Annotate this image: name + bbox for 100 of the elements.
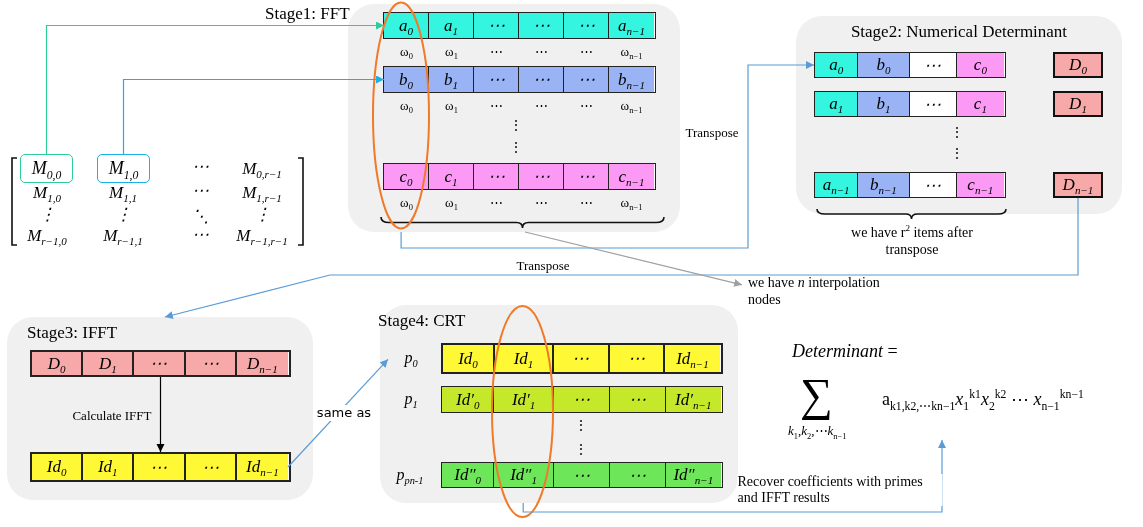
array-cell: ⋯ bbox=[519, 67, 564, 92]
frequency-label: ω$_{n−1}$ bbox=[620, 195, 643, 209]
array-cell: ⋯ bbox=[134, 352, 186, 375]
edge-label: same as bbox=[316, 405, 372, 421]
array-row bbox=[441, 462, 723, 488]
array-cell: ⋯ bbox=[185, 454, 237, 480]
frequency-label: ω$_{1}$ bbox=[445, 44, 458, 58]
ellipsis: ⋮ bbox=[574, 419, 588, 433]
array-cell: a$_{1}$ bbox=[429, 13, 474, 38]
matrix-entry: ⋯ bbox=[191, 179, 209, 201]
array-cell: D$_{0}$ bbox=[1053, 52, 1103, 78]
frequency-label: ⋯ bbox=[490, 44, 503, 58]
frequency-label: ω$_{1}$ bbox=[445, 195, 458, 209]
array-cell: a$_{0}$ bbox=[815, 53, 859, 77]
frequency-label: ⋯ bbox=[535, 98, 548, 112]
stage-title: Stage3: IFFT bbox=[27, 323, 118, 343]
connector-arrow bbox=[156, 376, 165, 453]
frequency-label: ω$_{0}$ bbox=[400, 44, 413, 58]
array-cell: ⋯ bbox=[519, 164, 564, 189]
array-cell: b$_{1}$ bbox=[858, 92, 910, 116]
array-cell: Id$_{0}$ bbox=[443, 345, 496, 372]
connector-arrow bbox=[164, 197, 1079, 319]
array-cell: Id″$_{0}$ bbox=[442, 463, 495, 487]
matrix-entry: ⋮ bbox=[253, 204, 271, 225]
array-row bbox=[383, 66, 656, 93]
array-cell: ⋯ bbox=[564, 67, 609, 92]
array-cell: b$_{0}$ bbox=[384, 67, 429, 92]
array-cell: Id′$_{n−1}$ bbox=[665, 387, 721, 412]
array-cell: ⋯ bbox=[564, 164, 609, 189]
array-cell: D$_{n−1}$ bbox=[236, 352, 288, 375]
array-cell: b$_{0}$ bbox=[858, 53, 910, 77]
array-row bbox=[383, 12, 656, 39]
array-cell: b$_{n−1}$ bbox=[858, 173, 910, 197]
matrix-entry: M$_{r−1,1}$ bbox=[103, 226, 143, 246]
array-cell: a$_{1}$ bbox=[815, 92, 859, 116]
frequency-label: ⋯ bbox=[580, 44, 593, 58]
prime-label: p$_{1}$ bbox=[388, 386, 434, 412]
frequency-label: ⋯ bbox=[490, 98, 503, 112]
matrix-entry: M$_{r−1,r−1}$ bbox=[236, 226, 288, 246]
matrix-entry: M$_{1,r−1}$ bbox=[242, 183, 282, 203]
summation-index: k$_{1}$,k$_{2}$,⋯k$_{n−1}$ bbox=[788, 424, 847, 437]
array-cell: ⋯ bbox=[554, 345, 610, 372]
ellipsis: ⋮ bbox=[574, 443, 588, 457]
connector-arrow bbox=[122, 75, 385, 155]
matrix-entry: ⋮ bbox=[114, 204, 132, 225]
array-row bbox=[814, 91, 1006, 117]
array-cell: ⋯ bbox=[564, 13, 609, 38]
frequency-label: ω$_{0}$ bbox=[400, 98, 413, 112]
array-cell: Id″$_{1}$ bbox=[494, 463, 554, 487]
array-row bbox=[383, 163, 656, 190]
matrix-entry: M$_{1,0}$ bbox=[33, 183, 61, 203]
prime-label: p$_{0}$ bbox=[388, 345, 434, 371]
matrix-entry: ⋮ bbox=[38, 204, 56, 225]
highlighted-entry: M$_{1,0}$ bbox=[97, 154, 150, 183]
stage-panel bbox=[7, 317, 313, 500]
stage-title: Stage2: Numerical Determinant bbox=[849, 22, 1069, 42]
ellipsis: ⋮ bbox=[509, 119, 523, 133]
edge-label: Recover coefficients with primes and IFFT results bbox=[737, 474, 943, 506]
frequency-label: ⋯ bbox=[535, 44, 548, 58]
array-cell: ⋯ bbox=[185, 352, 237, 375]
frequency-label: ω$_{0}$ bbox=[400, 195, 413, 209]
prime-label: p$_{pn-1}$ bbox=[383, 462, 437, 488]
array-cell: ⋯ bbox=[553, 463, 611, 487]
stage-title: Stage4: CRT bbox=[378, 311, 466, 331]
array-row bbox=[441, 386, 723, 413]
summation-sign: ∑ bbox=[800, 372, 833, 418]
array-cell: Id′$_{0}$ bbox=[442, 387, 495, 412]
ellipsis: ⋮ bbox=[509, 141, 523, 155]
array-cell: Id$_{0}$ bbox=[32, 454, 84, 480]
array-cell: a$_{n−1}$ bbox=[609, 13, 654, 38]
frequency-label: ω$_{n−1}$ bbox=[620, 98, 643, 112]
array-cell: ⋯ bbox=[474, 13, 519, 38]
array-cell: c$_{n−1}$ bbox=[956, 173, 1004, 197]
array-cell: Id$_{n−1}$ bbox=[236, 454, 288, 480]
frequency-label: ⋯ bbox=[490, 195, 503, 209]
array-cell: b$_{n−1}$ bbox=[609, 67, 654, 92]
array-cell: Id$_{n−1}$ bbox=[665, 345, 720, 372]
frequency-label: ω$_{n−1}$ bbox=[620, 44, 643, 58]
array-cell: D$_{1}$ bbox=[83, 352, 135, 375]
frequency-label: ⋯ bbox=[580, 98, 593, 112]
matrix-entry: ⋱ bbox=[191, 205, 209, 227]
connector-arrow bbox=[522, 439, 946, 513]
highlighted-entry: M$_{0,0}$ bbox=[20, 154, 73, 183]
connector-arrow bbox=[45, 21, 385, 155]
array-row bbox=[814, 52, 1006, 78]
annotation-text: we have n interpolation nodes bbox=[742, 274, 902, 310]
array-cell: Id$_{1}$ bbox=[83, 454, 135, 480]
matrix-entry: M$_{1,1}$ bbox=[109, 183, 137, 203]
array-cell: ⋯ bbox=[610, 463, 666, 487]
ellipsis: ⋮ bbox=[950, 126, 964, 140]
matrix-entry: M$_{r−1,0}$ bbox=[27, 226, 67, 246]
array-cell: c$_{n−1}$ bbox=[609, 164, 654, 189]
array-cell: ⋯ bbox=[519, 13, 564, 38]
array-row bbox=[441, 343, 723, 374]
array-cell: Id′$_{1}$ bbox=[494, 387, 554, 412]
array-row bbox=[814, 172, 1006, 198]
array-cell: a$_{0}$ bbox=[384, 13, 429, 38]
array-cell: ⋯ bbox=[474, 164, 519, 189]
matrix-entry: M$_{0,r−1}$ bbox=[242, 159, 282, 179]
matrix-entry: ⋯ bbox=[191, 155, 209, 177]
